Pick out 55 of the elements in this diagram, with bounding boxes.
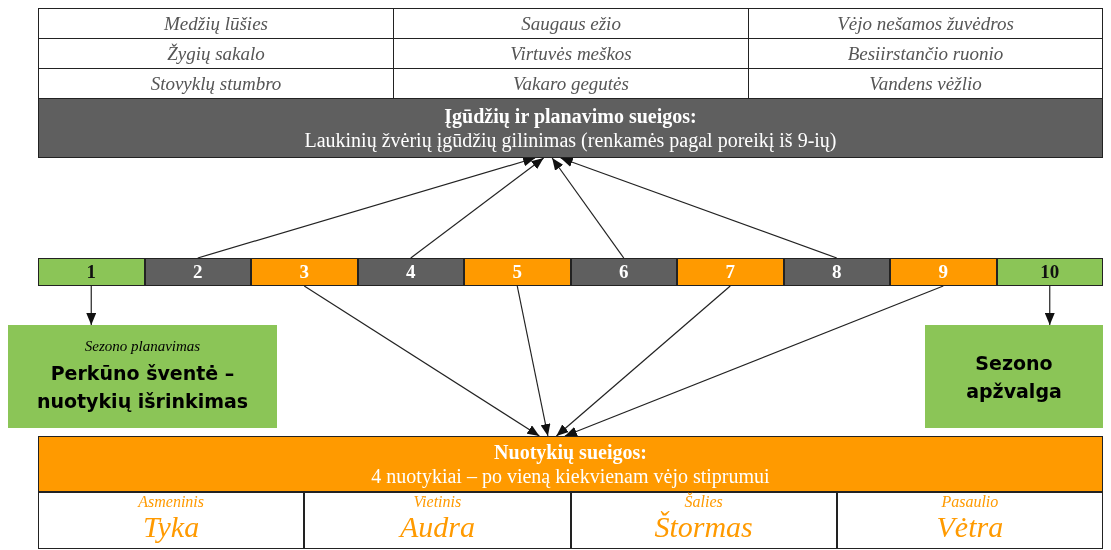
- timeline-segment: [890, 258, 997, 286]
- segment-number: 2: [193, 261, 203, 283]
- scope-label: Asmeninis: [138, 493, 204, 511]
- event-subtitle: Sezono planavimas: [84, 338, 201, 355]
- scope-label: Šalies: [684, 493, 723, 511]
- segment-number: 3: [299, 261, 309, 283]
- segment-number: 5: [512, 261, 522, 283]
- banner-subtitle: Laukinių žvėrių įgūdžių gilinimas (renkamės pagal poreikį iš 9-ių): [304, 128, 837, 152]
- arrow: [516, 285, 551, 437]
- banner-heading: Įgūdžių ir planavimo sueigos:: [444, 104, 697, 128]
- table-cell: [570, 492, 837, 549]
- banner-heading: Nuotykių sueigos:: [494, 440, 647, 464]
- arrow: [410, 157, 545, 259]
- table-cell: [836, 492, 1103, 549]
- arrow: [197, 156, 536, 259]
- segment-number: 4: [406, 261, 416, 283]
- arrow: [560, 157, 838, 259]
- timeline-segment: [570, 258, 677, 286]
- event-box: [8, 325, 277, 428]
- adventures-banner: [38, 436, 1103, 492]
- wind-name: Vėtra: [936, 511, 1004, 543]
- scope-label: Vietinis: [413, 493, 462, 511]
- arrow: [86, 285, 97, 326]
- segment-number: 7: [725, 261, 735, 283]
- arrow: [1044, 285, 1055, 326]
- wind-name: Štormas: [654, 511, 753, 543]
- timeline-segment: [251, 258, 358, 286]
- arrow: [303, 285, 540, 437]
- table-cell: [38, 492, 305, 549]
- timeline-segment: [38, 258, 145, 286]
- event-title: Sezono apžvalga: [965, 350, 1063, 404]
- timeline-segment: [783, 258, 890, 286]
- arrow: [555, 285, 731, 437]
- arrow: [564, 285, 944, 437]
- event-title: Perkūno šventė – nuotykių išrinkimas: [35, 361, 250, 414]
- timeline-segment: [464, 258, 571, 286]
- table-cell: Vėjo nešamos žuvėdros: [748, 8, 1103, 39]
- segment-number: 6: [619, 261, 629, 283]
- segment-number: 9: [938, 261, 948, 283]
- table-cell: [304, 492, 571, 549]
- wind-name: Audra: [399, 511, 475, 543]
- banner-subtitle: 4 nuotykiai – po vieną kiekvienam vėjo stiprumui: [371, 464, 770, 488]
- arrow: [551, 157, 625, 259]
- wind-name: Tyka: [143, 511, 200, 543]
- segment-number: 1: [86, 261, 96, 283]
- timeline-segment: [144, 258, 251, 286]
- timeline-segment: [357, 258, 464, 286]
- timeline-segment: [996, 258, 1103, 286]
- segment-number: 10: [1040, 261, 1060, 283]
- scope-label: Pasaulio: [941, 493, 999, 511]
- event-box: [925, 325, 1103, 428]
- meetings-banner: [38, 98, 1103, 158]
- timeline-segment: [677, 258, 784, 286]
- segment-number: 8: [832, 261, 842, 283]
- table-cell: Medžių lūšies: [38, 8, 394, 39]
